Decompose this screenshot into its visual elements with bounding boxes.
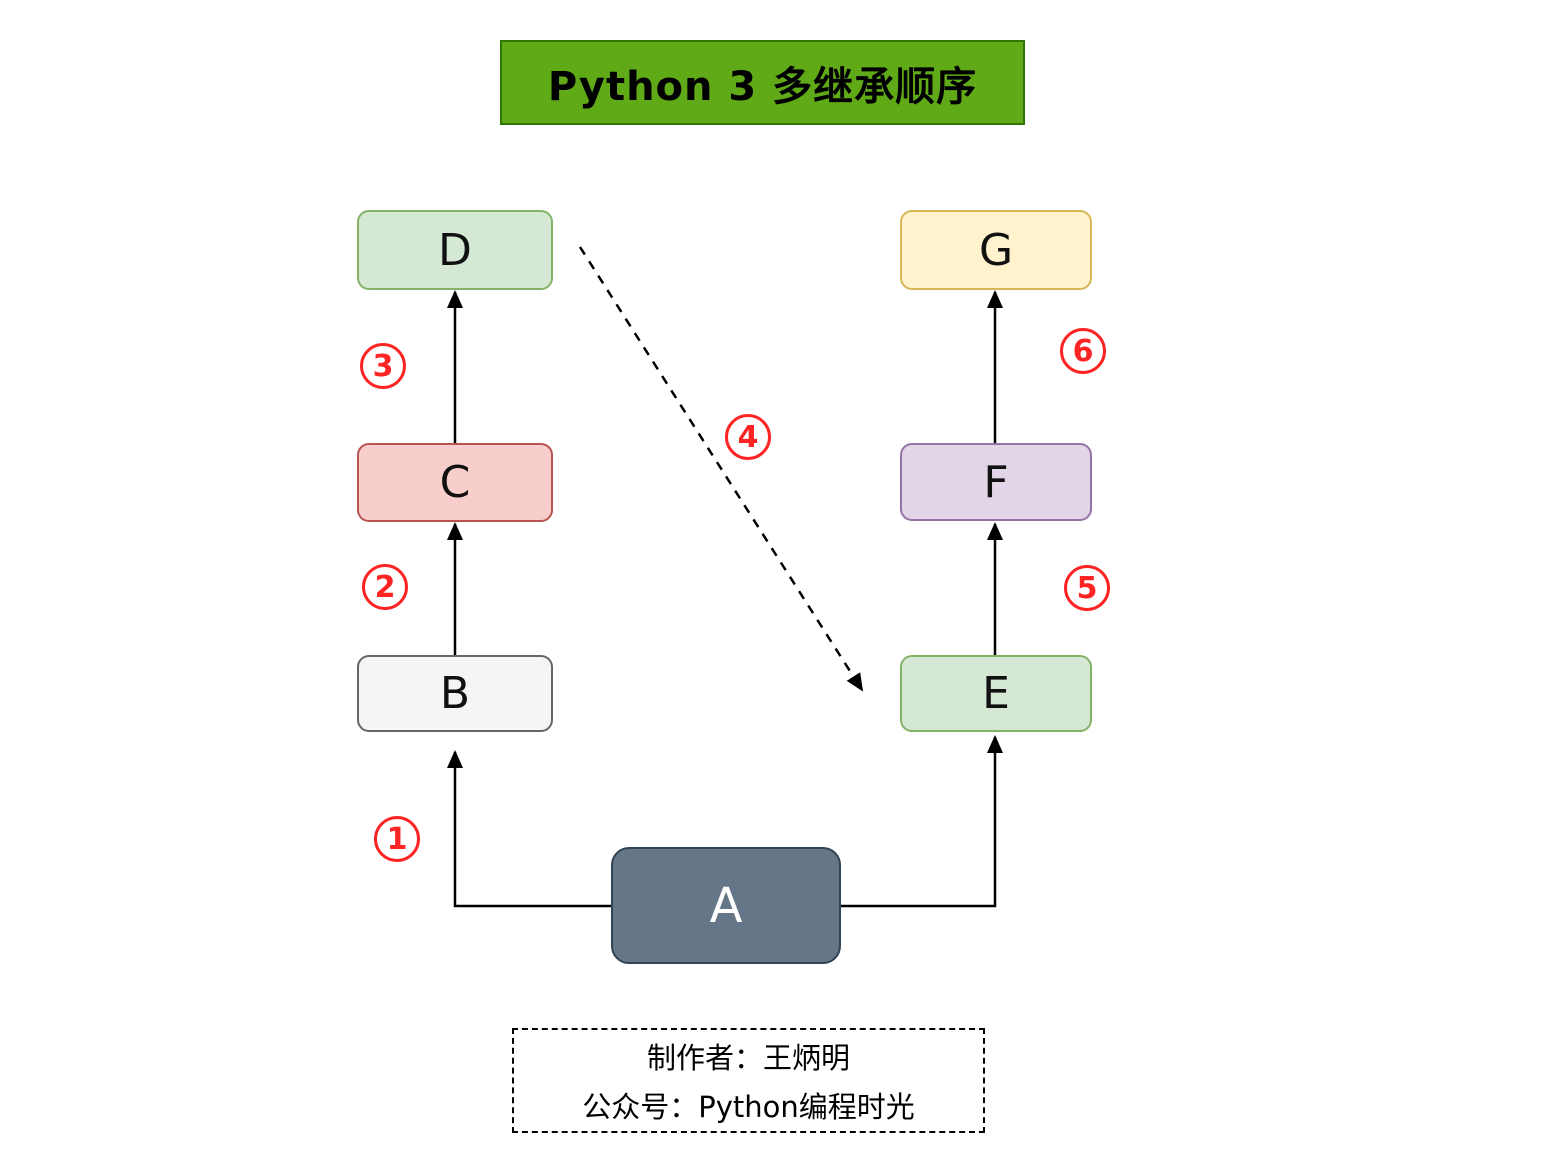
step-badge-5: 5 [1064,565,1110,611]
step-badge-2: 2 [362,564,408,610]
node-E-label: E [982,668,1010,719]
step-badge-6: 6 [1060,328,1106,374]
node-D-label: D [438,224,472,276]
node-D: D [357,210,553,290]
node-F-label: F [983,456,1009,508]
edge-A-E [841,735,1003,908]
node-C: C [357,443,553,522]
node-B: B [357,655,553,732]
node-B-label: B [439,668,471,719]
node-C-label: C [439,457,471,508]
step-badge-4: 4 [725,414,771,460]
node-F: F [900,443,1092,521]
node-E: E [900,655,1092,732]
credit-account: 公众号：Python编程时光 [582,1090,915,1124]
step-badge-3: 3 [360,343,406,389]
diagram-title: Python 3 多继承顺序 [500,40,1025,125]
node-A: A [611,847,841,964]
node-G-label: G [978,224,1014,276]
credit-author: 制作者：王炳明 [646,1041,850,1075]
node-G: G [900,210,1092,290]
step-badge-1: 1 [374,816,420,862]
edge-D-E-dashed [578,246,864,692]
node-A-label: A [709,877,743,934]
edge-A-B [447,750,611,908]
credit-box: 制作者：王炳明 公众号：Python编程时光 [512,1028,985,1133]
